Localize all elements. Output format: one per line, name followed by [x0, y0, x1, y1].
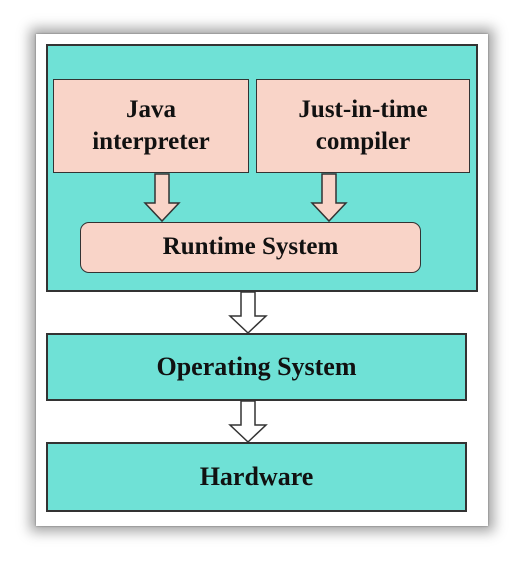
operating-system-box: Operating System: [46, 333, 467, 401]
java-interpreter-label: Java interpreter: [92, 95, 210, 156]
runtime-system-label: Runtime System: [162, 233, 339, 261]
runtime-system-box: Runtime System: [80, 222, 421, 273]
hardware-label: Hardware: [199, 462, 314, 492]
diagram-card: Java interpreter Just-in-time compiler R…: [36, 34, 488, 526]
java-interpreter-box: Java interpreter: [53, 79, 249, 173]
arrow-interpreter-to-runtime: [143, 173, 181, 223]
jit-compiler-box: Just-in-time compiler: [256, 79, 470, 173]
jit-compiler-label: Just-in-time compiler: [298, 95, 428, 156]
hardware-box: Hardware: [46, 442, 467, 512]
arrow-jit-to-runtime: [310, 173, 348, 223]
arrow-jvm-to-os: [228, 291, 268, 335]
arrow-os-to-hardware: [228, 400, 268, 444]
operating-system-label: Operating System: [156, 352, 357, 382]
